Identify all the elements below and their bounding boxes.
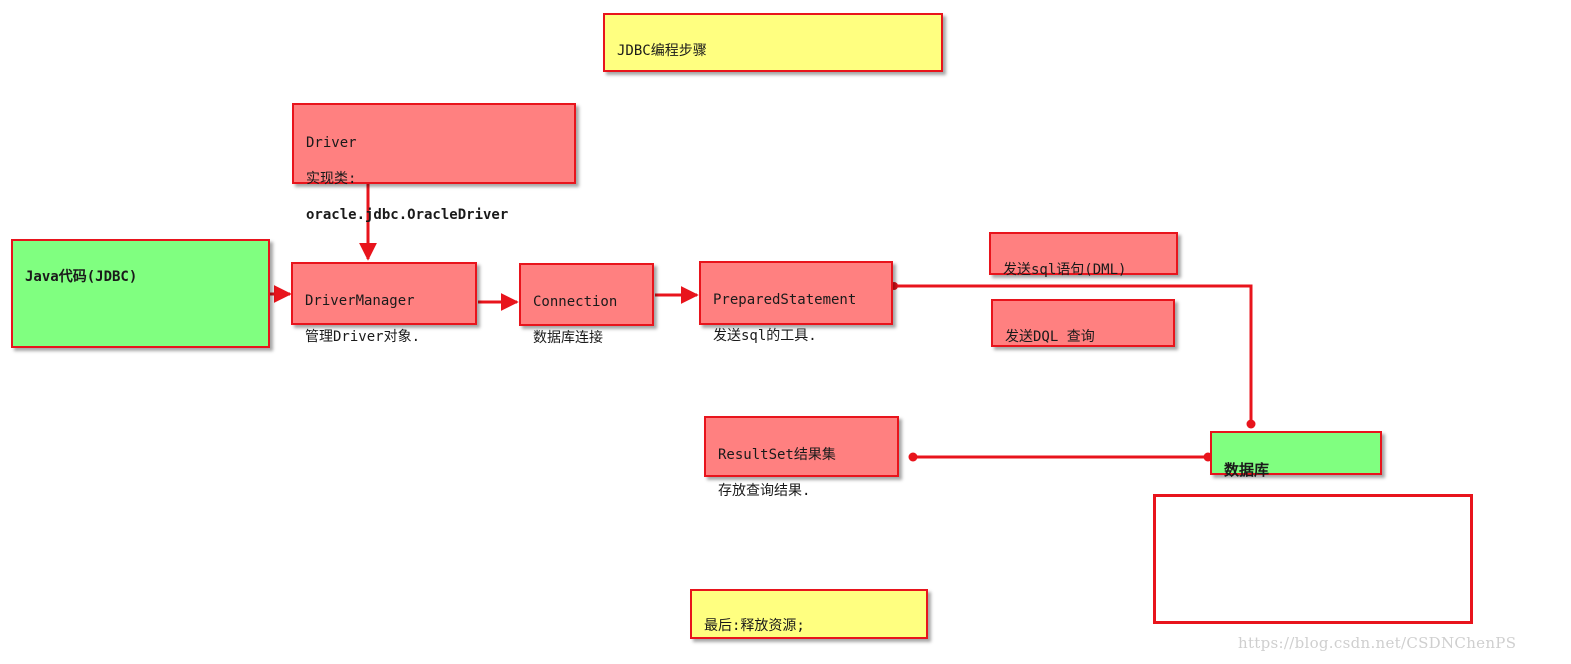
result-set-line-1: ResultSet结果集 bbox=[718, 447, 836, 463]
java-code-box: Java代码(JDBC) bbox=[11, 239, 270, 348]
result-set-box: ResultSet结果集 存放查询结果. bbox=[704, 416, 899, 499]
driver-manager-box: DriverManager 管理Driver对象. bbox=[291, 262, 477, 345]
prepared-statement-line-1: PreparedStatement bbox=[713, 292, 857, 308]
empty-box bbox=[1153, 494, 1473, 624]
database-label: 数据库 bbox=[1224, 461, 1270, 479]
driver-line-2: 实现类: bbox=[306, 171, 357, 187]
release-box: 最后:释放资源; bbox=[690, 589, 928, 639]
connector-dot bbox=[908, 452, 918, 462]
diagram-title: JDBC编程步骤 bbox=[617, 43, 707, 59]
send-dml-box: 发送sql语句(DML) bbox=[989, 232, 1178, 278]
result-set-line-2: 存放查询结果. bbox=[718, 483, 811, 499]
prepared-statement-line-2: 发送sql的工具. bbox=[713, 328, 817, 344]
database-box: 数据库 bbox=[1210, 431, 1382, 479]
diagram-title-box: JDBC编程步骤 bbox=[603, 13, 943, 72]
watermark: https://blog.csdn.net/CSDNChenPS bbox=[1238, 634, 1517, 652]
connector-dot bbox=[1246, 419, 1256, 429]
java-code-label: Java代码(JDBC) bbox=[25, 269, 138, 285]
driver-line-1: Driver bbox=[306, 135, 357, 151]
connection-line-1: Connection bbox=[533, 294, 618, 310]
driver-line-3: oracle.jdbc.OracleDriver bbox=[306, 207, 509, 223]
driver-manager-line-1: DriverManager bbox=[305, 293, 415, 309]
driver-manager-line-2: 管理Driver对象. bbox=[305, 329, 421, 345]
prepared-statement-box: PreparedStatement 发送sql的工具. bbox=[699, 261, 893, 344]
driver-box: Driver 实现类: oracle.jdbc.OracleDriver bbox=[292, 103, 576, 223]
send-dql-label: 发送DQL 查询 bbox=[1005, 329, 1095, 345]
send-dql-box: 发送DQL 查询 bbox=[991, 299, 1175, 347]
connection-box: Connection 数据库连接 bbox=[519, 263, 654, 346]
release-label: 最后:释放资源; bbox=[704, 618, 805, 634]
connector-statement-to-database bbox=[894, 284, 1253, 424]
send-dml-label: 发送sql语句(DML) bbox=[1003, 262, 1127, 278]
connection-line-2: 数据库连接 bbox=[533, 330, 603, 346]
